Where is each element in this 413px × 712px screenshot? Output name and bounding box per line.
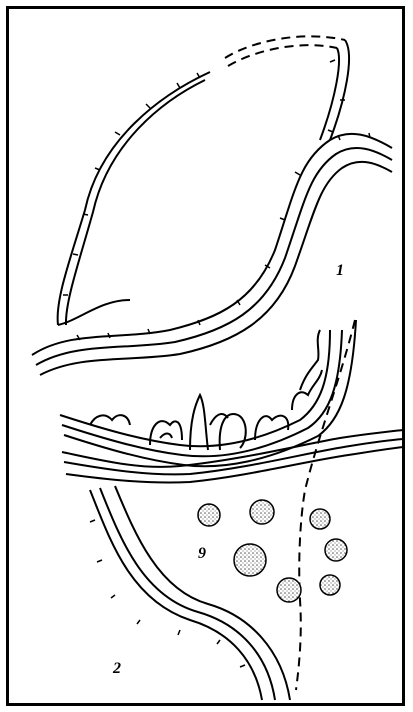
cell-cluster (198, 500, 347, 602)
cell (320, 575, 340, 595)
label-region-2: 2 (113, 660, 121, 678)
upper-band (32, 60, 392, 375)
cell (277, 578, 301, 602)
label-region-1: 1 (336, 262, 344, 280)
cell (250, 500, 274, 524)
label-region-9: 9 (198, 545, 206, 563)
upper-vessel (58, 36, 349, 325)
cell (234, 544, 266, 576)
cell (310, 509, 330, 529)
cell (325, 539, 347, 561)
crossing-band (62, 430, 403, 483)
cell (198, 504, 220, 526)
